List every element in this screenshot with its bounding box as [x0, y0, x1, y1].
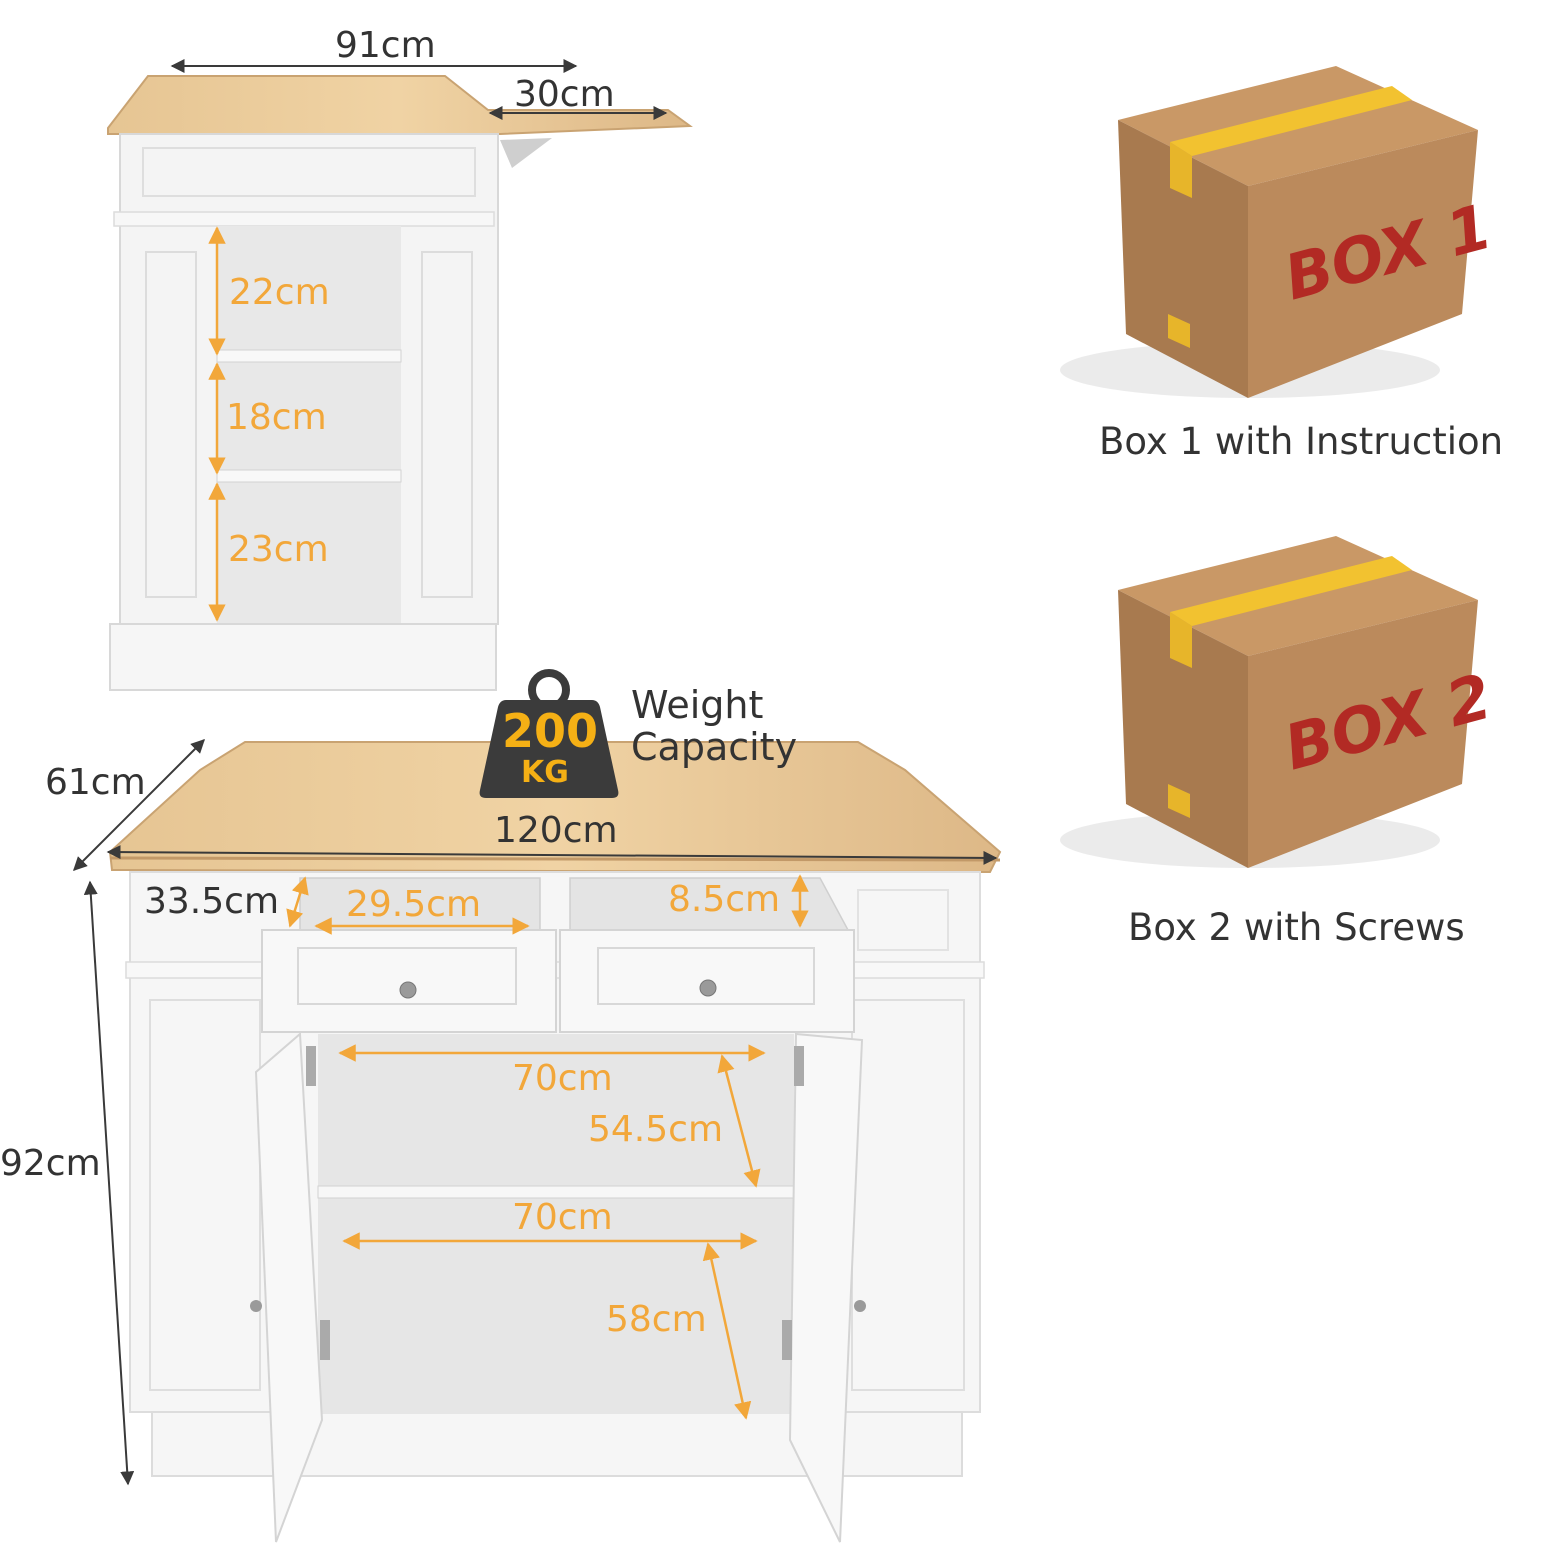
side-leaf-width-label: 30cm: [514, 74, 615, 115]
right-drawer: [559, 877, 855, 1033]
drawer-depth-label: 33.5cm: [144, 881, 280, 922]
drawer-height-label: 8.5cm: [668, 879, 781, 920]
side-width-label: 91cm: [335, 25, 436, 66]
left-door: [254, 1031, 324, 1543]
weight-value: 200: [502, 704, 599, 758]
shelf-height-middle-label: 18cm: [226, 397, 327, 438]
front-height-label: 92cm: [0, 1143, 101, 1184]
side-leaf-bracket: [500, 138, 552, 168]
box-2-caption: Box 2 with Screws: [1128, 906, 1465, 949]
front-tabletop: [108, 741, 1002, 874]
lower-shelf-height-label: 58cm: [606, 1299, 707, 1340]
box-1-illustration: [1060, 66, 1478, 398]
lower-shelf-width-label: 70cm: [512, 1197, 613, 1238]
side-view-cabinet: [107, 59, 693, 691]
front-depth-dim-line: [73, 739, 205, 871]
shelf-height-top-label: 22cm: [229, 272, 330, 313]
box-2-illustration: [1060, 536, 1478, 868]
weight-icon: [479, 669, 619, 798]
front-view-cabinet: [73, 739, 1002, 1543]
upper-shelf-height-label: 54.5cm: [588, 1109, 724, 1150]
weight-unit: KG: [521, 755, 569, 790]
right-door: [788, 1032, 864, 1543]
front-height-dim-line: [83, 880, 135, 1486]
left-drawer: [261, 877, 557, 1033]
front-length-dim-line: [106, 845, 998, 865]
box-1-caption: Box 1 with Instruction: [1099, 420, 1504, 463]
front-depth-label: 61cm: [45, 762, 146, 803]
side-shelf-cavity: [217, 226, 401, 624]
upper-shelf-width-label: 70cm: [512, 1058, 613, 1099]
weight-label-line2: Capacity: [631, 725, 798, 769]
shelf-height-bottom-label: 23cm: [228, 529, 329, 570]
front-length-label: 120cm: [494, 810, 618, 851]
side-base: [109, 623, 497, 691]
weight-label-line1: Weight: [631, 683, 764, 727]
drawer-width-label: 29.5cm: [346, 884, 482, 925]
